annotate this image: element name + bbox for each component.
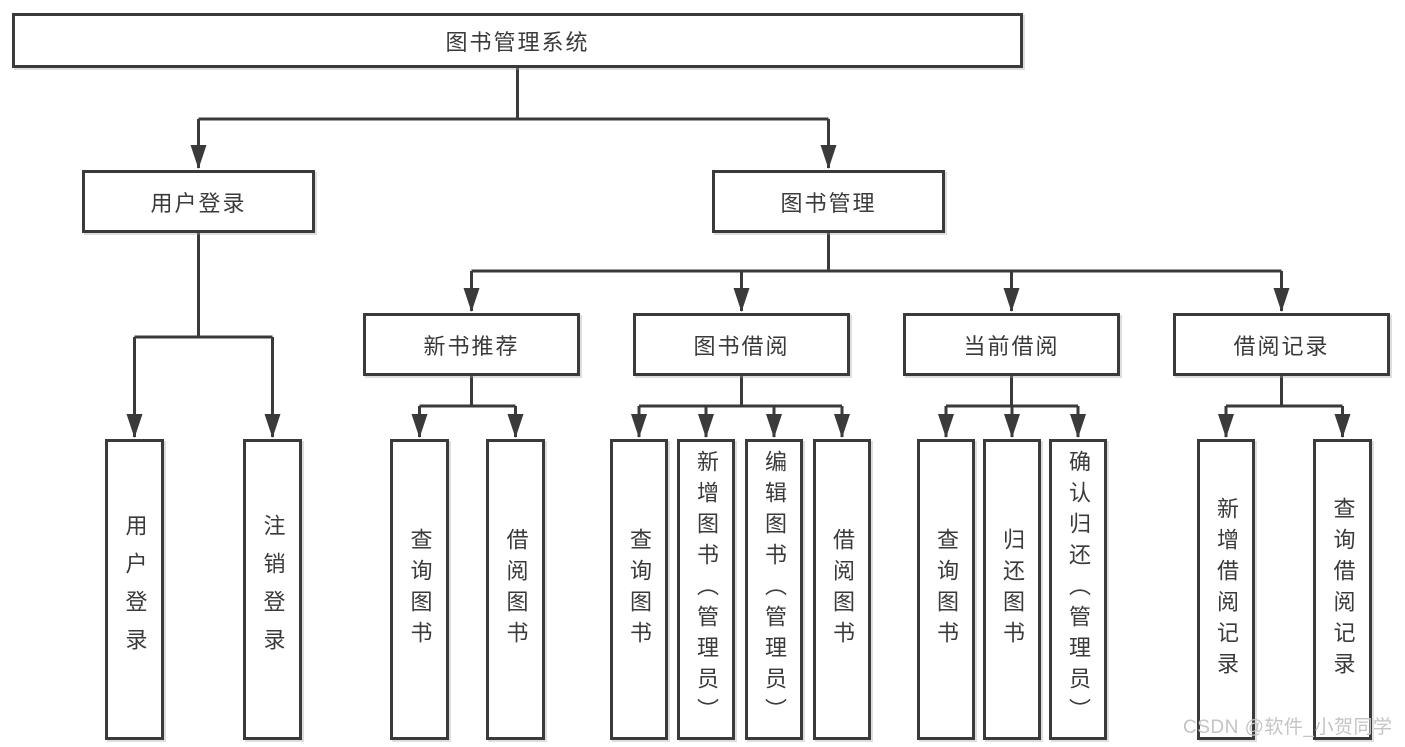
node-current-borrowing: 当前借阅 (903, 313, 1120, 376)
node-bb-edit-books-admin-label: 编辑图书（管理员） (762, 450, 787, 729)
node-cb-query-books: 查询图书 (917, 439, 975, 740)
node-cb-query-books-label: 查询图书 (934, 527, 959, 652)
node-cb-return-books: 归还图书 (983, 439, 1041, 740)
node-user-login-leaf: 用户登录 (105, 439, 164, 740)
node-bb-add-books-admin-label: 新增图书（管理员） (694, 450, 719, 729)
node-user-login-leaf-label: 用户登录 (122, 513, 148, 666)
node-borrowing-records: 借阅记录 (1173, 313, 1390, 376)
node-br-query-record: 查询借阅记录 (1313, 439, 1372, 740)
node-new-book-recommend-label: 新书推荐 (423, 333, 520, 359)
node-bb-query-books: 查询图书 (610, 439, 668, 740)
node-nbr-query-books: 查询图书 (390, 439, 449, 740)
node-book-management-label: 图书管理 (780, 190, 877, 216)
node-cb-confirm-return-admin-label: 确认归还（管理员） (1066, 450, 1091, 729)
node-br-query-record-label: 查询借阅记录 (1330, 496, 1356, 683)
node-br-add-record: 新增借阅记录 (1197, 439, 1255, 740)
node-borrowing-records-label: 借阅记录 (1233, 333, 1330, 359)
node-bb-edit-books-admin: 编辑图书（管理员） (745, 439, 803, 740)
node-book-borrowing-label: 图书借阅 (693, 333, 790, 359)
node-book-borrowing: 图书借阅 (633, 313, 850, 376)
node-user-login-group-label: 用户登录 (150, 190, 247, 216)
csdn-watermark: CSDN @软件_小贺同学 (1183, 717, 1393, 738)
node-logout-leaf: 注销登录 (243, 439, 302, 740)
node-nbr-borrow-books-label: 借阅图书 (503, 527, 529, 652)
node-user-login-group: 用户登录 (82, 170, 315, 233)
node-cb-return-books-label: 归还图书 (1000, 527, 1025, 652)
node-book-management: 图书管理 (712, 170, 945, 233)
node-nbr-query-books-label: 查询图书 (407, 527, 433, 652)
node-library-system-label: 图书管理系统 (445, 29, 590, 55)
node-cb-confirm-return-admin: 确认归还（管理员） (1049, 439, 1107, 740)
node-nbr-borrow-books: 借阅图书 (486, 439, 545, 740)
node-bb-add-books-admin: 新增图书（管理员） (677, 439, 735, 740)
node-bb-borrow-books-label: 借阅图书 (830, 527, 855, 652)
node-bb-borrow-books: 借阅图书 (813, 439, 871, 740)
node-logout-leaf-label: 注销登录 (260, 513, 286, 666)
node-current-borrowing-label: 当前借阅 (963, 333, 1060, 359)
node-library-system: 图书管理系统 (12, 13, 1023, 68)
node-bb-query-books-label: 查询图书 (627, 527, 652, 652)
node-br-add-record-label: 新增借阅记录 (1214, 496, 1239, 683)
node-new-book-recommend: 新书推荐 (363, 313, 580, 376)
